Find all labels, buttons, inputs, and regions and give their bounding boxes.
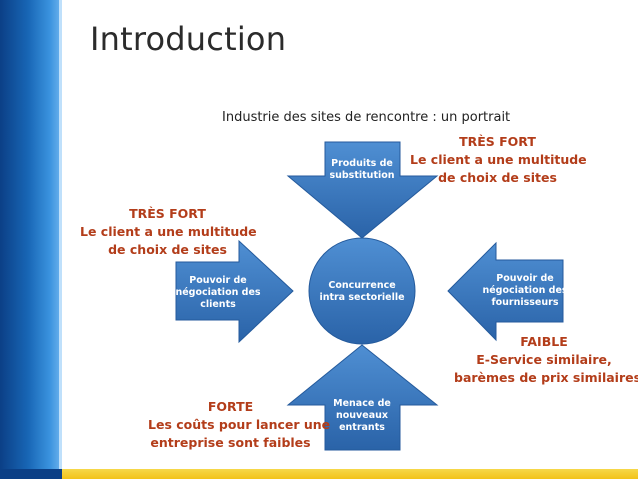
label-line: Pouvoir de — [496, 273, 553, 284]
label-line: fournisseurs — [492, 297, 559, 308]
label-line: Produits de — [331, 158, 393, 169]
annotation-top-right-line-1: TRÈS FORT — [459, 134, 536, 149]
annotation-right-line-1: FAIBLE — [520, 334, 568, 349]
annotation-top-right-line-3: de choix de sites — [438, 170, 557, 185]
annotation-bottom-line-3: entreprise sont faibles — [150, 435, 311, 450]
label-line: intra sectorielle — [319, 292, 404, 303]
annotation-left-line-2: Le client a une multitude — [80, 224, 257, 239]
label-line: entrants — [339, 422, 385, 433]
slide-title: Introduction — [90, 20, 287, 58]
annotation-left-line-3: de choix de sites — [108, 242, 227, 257]
annotation-left: TRÈS FORT Le client a une multitude de c… — [80, 205, 257, 259]
annotation-top-right: TRÈS FORT Le client a une multitude de c… — [410, 133, 587, 187]
annotation-right-line-2: E-Service similaire, — [476, 352, 612, 367]
annotation-top-right-line-2: Le client a une multitude — [410, 152, 587, 167]
bottom-gold-strip — [62, 469, 638, 479]
diagram-subtitle: Industrie des sites de rencontre : un po… — [222, 110, 511, 125]
label-line: clients — [200, 299, 236, 310]
annotation-right: FAIBLE E-Service similaire, barèmes de p… — [454, 333, 638, 387]
label-line: substitution — [329, 170, 394, 181]
label-line: négociation des — [175, 287, 260, 298]
label-line: Pouvoir de — [189, 275, 246, 286]
annotation-bottom-line-2: Les coûts pour lancer une — [148, 417, 331, 432]
label-line: négociation des — [482, 285, 567, 296]
annotation-bottom-line-1: FORTE — [207, 399, 254, 414]
label-line: Menace de — [333, 398, 391, 409]
annotation-bottom: FORTE Les coûts pour lancer une entrepri… — [148, 398, 331, 452]
annotation-right-line-3: barèmes de prix similaires — [454, 370, 638, 385]
annotation-left-line-1: TRÈS FORT — [129, 206, 206, 221]
label-line: nouveaux — [336, 410, 388, 421]
label-line: Concurrence — [328, 280, 395, 291]
bottom-blue-strip — [0, 469, 62, 479]
left-accent-bar — [0, 0, 62, 479]
